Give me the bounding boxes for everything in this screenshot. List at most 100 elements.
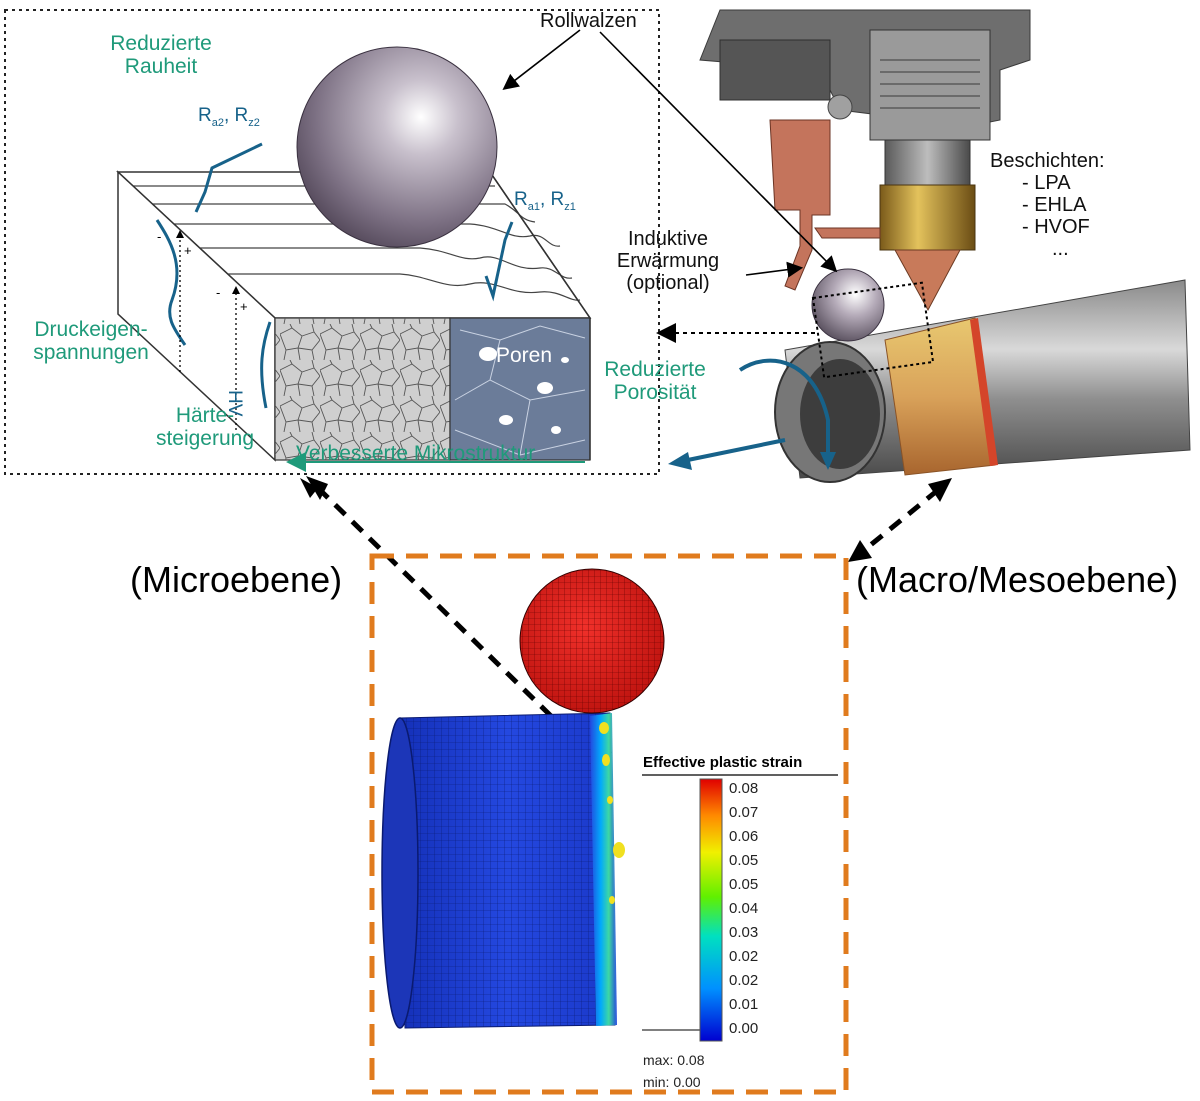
pores-label: Poren [496,344,553,367]
reduced-porosity-line-2: Porosität [613,381,697,405]
coating-method-hvof: - HVOF [1022,216,1090,238]
roughness-mark-after [194,142,263,213]
induction-holder [769,119,831,291]
machine-block-center [869,29,991,141]
profile-axes [179,234,237,430]
colorbar-tick-label: 0.02 [729,972,759,989]
colorbar-tick-label: 0.00 [729,1020,759,1037]
colorbar-tick-label: 0.08 [729,780,759,797]
induction-line-3: (optional) [626,272,710,294]
label-macro-level: (Macro/Mesoebene) [856,559,1179,600]
ra1-separator: , [539,189,551,210]
macro-level-link [860,488,940,554]
residual-stress-curve [155,219,187,346]
nozzle-tip [894,249,961,312]
machine-block-left [719,39,831,101]
pore-spots [479,347,569,434]
porous-region [449,317,591,461]
micro-link-head-top-b [306,476,328,500]
induction-arm [814,227,881,239]
residual-stress-line-2: spannungen [33,341,149,365]
macro-link-head-bottom [848,540,872,562]
macro-link-head-top [928,478,952,502]
ra1-subscript: a1 [527,200,540,213]
optics-column [884,139,971,191]
small-roller-sphere [811,268,885,342]
induction-line-2: Erwärmung [616,250,720,272]
feed-arrow [677,438,786,464]
porous-grain-boundaries [454,325,586,456]
block-right-edge [489,171,591,460]
axis-arrow-hardness [232,286,240,294]
rollers-pointer-micro [502,29,581,90]
colorbar-tick-label: 0.01 [729,996,759,1013]
stress-minus: - [157,229,162,244]
coating-method-more: ... [1052,238,1069,260]
roughness-mark-before [484,221,514,302]
reduced-roughness-line-2: Rauheit [124,55,198,79]
fe-cylinder-end [381,717,419,1029]
roughness-before-label: Ra1, Rz1 [514,189,576,213]
induction-line-1: Induktive [627,228,709,250]
coating-method-lpa: - LPA [1022,172,1071,194]
legend-title: Effective plastic strain [643,754,803,771]
micro-panel-border [4,9,660,475]
ra2-separator: , [223,105,235,126]
fe-cylinder-mesh [400,713,615,1028]
macro-panel [668,9,1191,483]
hardness-minus: - [216,285,221,300]
ra2-subscript: a2 [211,116,224,129]
reduced-roughness-line-1: Reduzierte [110,32,212,55]
label-hardness: Härte- steigerung [140,404,270,450]
rz2-symbol: R [234,105,249,126]
residual-stress-line-1: Druckeigen- [34,318,148,341]
feed-arrowhead [668,452,692,470]
legend-max: max: 0.08 [643,1052,705,1068]
hardness-line-1: Härte- [175,404,235,427]
colorbar-tick-label: 0.03 [729,924,759,941]
colorbar-tick-label: 0.07 [729,804,759,821]
fe-strain-band [590,713,617,1026]
pipe-bore [800,359,880,469]
stress-plus: + [184,243,192,258]
rz2-subscript: z2 [248,116,260,129]
simulation-frame [369,553,849,1095]
axis-arrow-stress [176,230,184,238]
label-microstructure: Verbesserte Mikrostruktur [296,442,536,465]
induction-pointer [745,261,804,278]
machine-ribs [880,59,980,109]
rollers-pointer-macro [599,31,838,273]
legend-min: min: 0.00 [643,1074,701,1090]
colorbar [699,778,723,1042]
label-induction: Induktive Erwärmung (optional) [598,228,738,294]
colorbar-tick-label: 0.04 [729,900,759,917]
rotation-arrowhead [820,452,836,470]
pointer-lines [502,29,838,343]
coating-method-ehla: - EHLA [1022,194,1087,216]
melt-pool-edge [970,318,998,466]
brass-nozzle-body [879,184,976,251]
colorbar-tick-label: 0.05 [729,852,759,869]
hardness-curve [260,321,272,409]
simulation-panel [369,553,849,1095]
label-micro-level: (Microebene) [130,559,343,600]
fe-ball-mesh [520,569,664,713]
coating-title: Beschichten: [990,150,1105,172]
ra2-symbol: R [198,105,212,126]
colorbar-tick-label: 0.02 [729,948,759,965]
zoom-region [811,281,935,379]
roughness-after-label: Ra2, Rz2 [198,105,260,129]
rz1-subscript: z1 [564,200,576,213]
hardness-plus: + [240,299,248,314]
label-residual-stress: Druckeigen- spannungen [16,318,166,364]
hardness-line-2: steigerung [155,427,255,451]
sensor-knob [827,94,853,120]
rotation-arrow [738,358,830,455]
label-reduced-porosity: Reduzierte Porosität [590,358,720,404]
rz1-symbol: R [550,189,565,210]
reduced-porosity-line-1: Reduzierte [604,358,706,381]
label-rollers: Rollwalzen [540,10,637,32]
coating-block: Beschichten: - LPA - EHLA - HVOF ... [990,150,1105,260]
